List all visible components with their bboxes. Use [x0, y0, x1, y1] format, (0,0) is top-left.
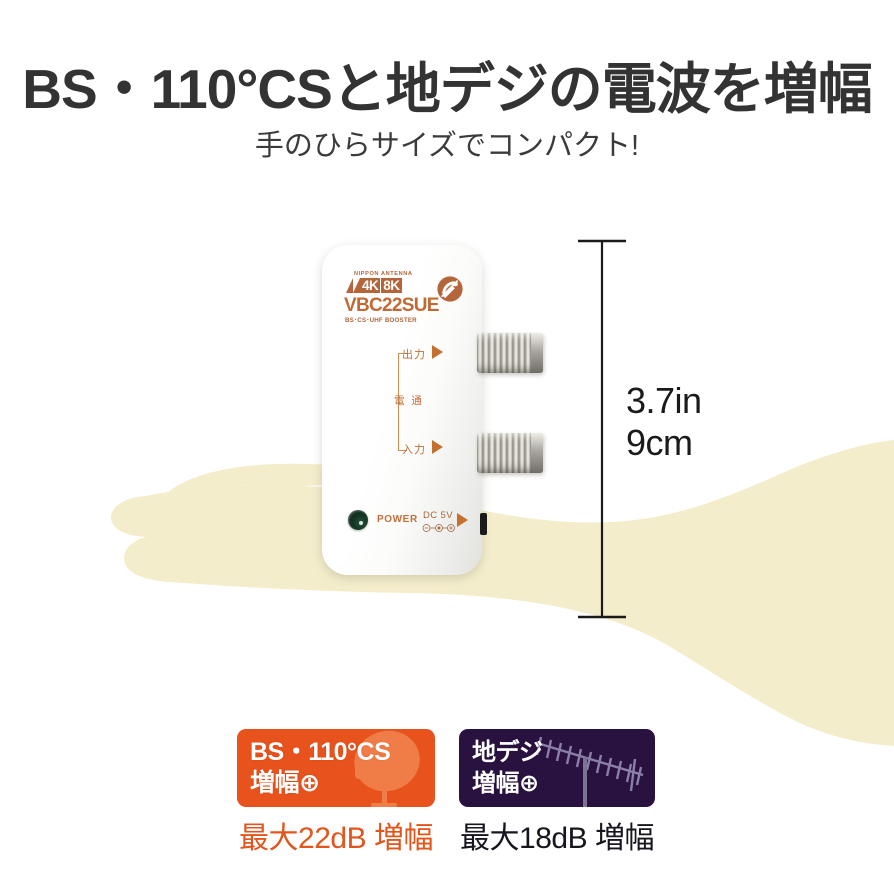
satellite-dish-icon: [437, 276, 463, 302]
badge-bs-cs-caption: 最大22dB 増幅: [239, 822, 433, 855]
dimension-line: [578, 239, 626, 619]
input-label: 入力: [402, 444, 426, 456]
logo-4k-chip: 4K: [360, 278, 381, 293]
badge-bs-cs-line2: 増幅⊕: [250, 769, 320, 797]
badge-chideji-text: 地デジ 増幅⊕: [472, 737, 543, 799]
dc-polarity-icon: [422, 524, 455, 532]
badge-bs-cs-line1: BS・110°CS: [250, 738, 391, 766]
badge-bs-cs: BS・110°CS 増幅⊕ 最大22dB 増幅: [237, 729, 435, 857]
feature-badges: BS・110°CS 増幅⊕ 最大22dB 増幅: [237, 729, 667, 864]
dc-input-label: DC 5V: [423, 510, 453, 521]
satellite-dish-icon: [354, 730, 420, 807]
dc-jack-port: [480, 513, 487, 535]
device-model-name: VBC22SUE: [344, 295, 439, 316]
booster-device: NIPPON ANTENNA 4K 8K VBC22SUE BS･CS･UHF …: [322, 245, 543, 575]
badge-chideji: 地デジ 増幅⊕ 最大18dB 増幅: [459, 729, 655, 857]
passthrough-label: 電 通: [394, 395, 424, 407]
power-led-indicator: [348, 510, 368, 530]
power-label: POWER: [377, 514, 418, 525]
logo-8k-chip: 8K: [381, 278, 402, 293]
page-title: BS・110°CSと地デジの電波を増幅: [22, 58, 873, 120]
output-label: 出力: [402, 349, 426, 361]
yagi-antenna-icon: [535, 736, 644, 807]
badge-chideji-box: 地デジ 増幅⊕: [459, 729, 655, 807]
badge-chideji-caption: 最大18dB 増幅: [460, 822, 654, 855]
dimension-inches: 3.7in: [626, 380, 702, 421]
page-subtitle: 手のひらサイズでコンパクト!: [254, 130, 640, 162]
dimension-text: 3.7in 9cm: [626, 380, 702, 464]
f-connector-output: [477, 333, 543, 373]
logo-triangle-icon: [346, 278, 353, 293]
device-brand-label: NIPPON ANTENNA: [354, 271, 413, 277]
dc-arrow-icon: [457, 513, 468, 527]
4k8k-logo: 4K 8K: [346, 278, 402, 293]
signal-path-bracket: [398, 353, 407, 451]
badge-bs-cs-text: BS・110°CS 増幅⊕: [250, 737, 391, 799]
badge-chideji-line1: 地デジ: [472, 739, 543, 766]
badge-chideji-line2: 増幅⊕: [472, 770, 539, 797]
badge-bs-cs-box: BS・110°CS 増幅⊕: [237, 729, 435, 807]
output-arrow-icon: [432, 345, 443, 359]
f-connector-input: [477, 433, 543, 473]
device-model-subtitle: BS･CS･UHF BOOSTER: [345, 317, 417, 324]
logo-triangle-icon: [353, 278, 360, 293]
dimension-centimeters: 9cm: [626, 422, 693, 463]
input-arrow-icon: [432, 440, 443, 454]
